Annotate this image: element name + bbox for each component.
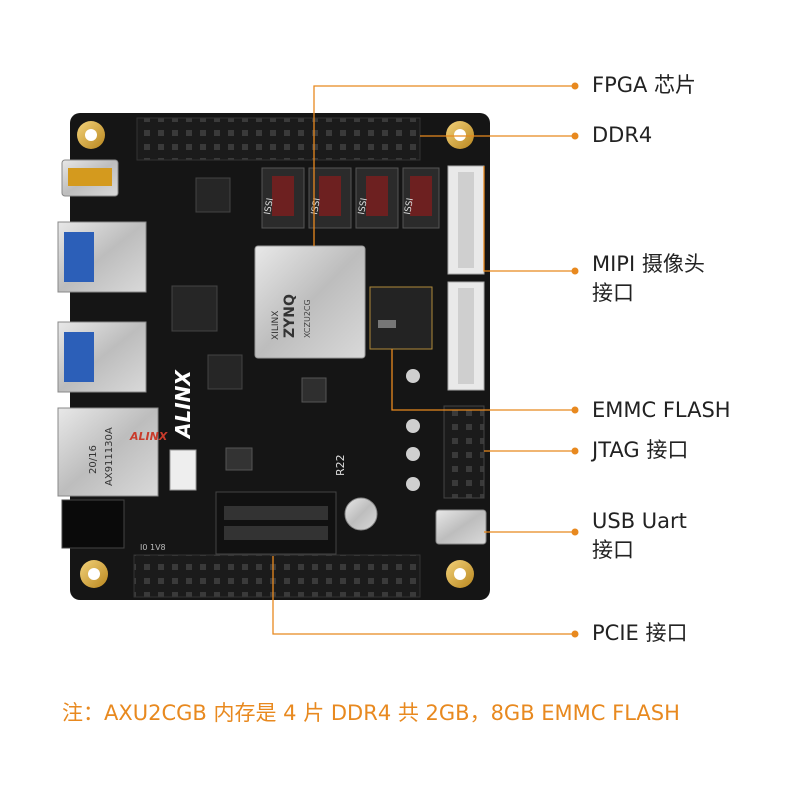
mounting-hole-br [446, 560, 474, 588]
jtag-header [443, 405, 485, 499]
brand-small-text: ALINX [129, 430, 168, 443]
usb-uart-port [435, 509, 487, 545]
resistor-marking: R22 [334, 454, 347, 476]
ddr4-marking-1: ISSI [263, 197, 276, 215]
ddr4-marking-2: ISSI [310, 197, 323, 215]
footnote: 注：AXU2CGB 内存是 4 片 DDR4 共 2GB，8GB EMMC FL… [62, 701, 680, 725]
coin-battery [344, 497, 378, 531]
ethernet-speed: 20/16 [88, 445, 99, 474]
mounting-hole-bl [80, 560, 108, 588]
fpga-chip [254, 245, 366, 359]
callout-emmc: EMMC FLASH [592, 398, 731, 422]
small-chip-2 [207, 354, 243, 390]
ethernet-marking: AX911130A [104, 427, 115, 486]
fpga-family-text: ZYNQ [282, 294, 298, 338]
small-chip-1 [195, 177, 231, 213]
callout-jtag: JTAG 接口 [592, 438, 689, 462]
bottom-pin-header [133, 554, 421, 598]
mounting-hole-tl [77, 121, 105, 149]
ddr4-marking-4: ISSI [403, 197, 416, 215]
fan-connector [169, 449, 197, 491]
usb3-port-2 [57, 321, 147, 393]
callout-fpga: FPGA 芯片 [592, 73, 697, 97]
callout-mipi: MIPI 摄像头 接口 [592, 252, 705, 305]
fpga-vendor-text: XILINX [271, 311, 281, 340]
power-chip [225, 447, 253, 471]
callout-usb-uart: USB Uart 接口 [592, 509, 687, 562]
power-jack [61, 499, 125, 549]
usb3-port-1 [57, 221, 147, 293]
ddr4-marking-3: ISSI [357, 197, 370, 215]
ddr4-chips [261, 167, 440, 229]
push-buttons [406, 369, 420, 491]
fpga-part-text: XCZU2CG [303, 299, 312, 338]
leader-lines [272, 85, 575, 635]
inductor [301, 377, 327, 403]
emmc-chip [369, 286, 433, 350]
leader-dots [571, 82, 579, 638]
pcie-slot [215, 491, 337, 555]
callout-pcie: PCIE 接口 [592, 621, 688, 645]
top-pin-header [136, 117, 421, 161]
ethernet-jack [57, 407, 159, 497]
header-label-text: I0 1V8 [140, 543, 166, 552]
board-brand-text: ALINX [171, 369, 195, 440]
usb-hub-chip [171, 285, 218, 332]
mounting-hole-tr [446, 121, 474, 149]
callout-ddr4: DDR4 [592, 123, 653, 147]
